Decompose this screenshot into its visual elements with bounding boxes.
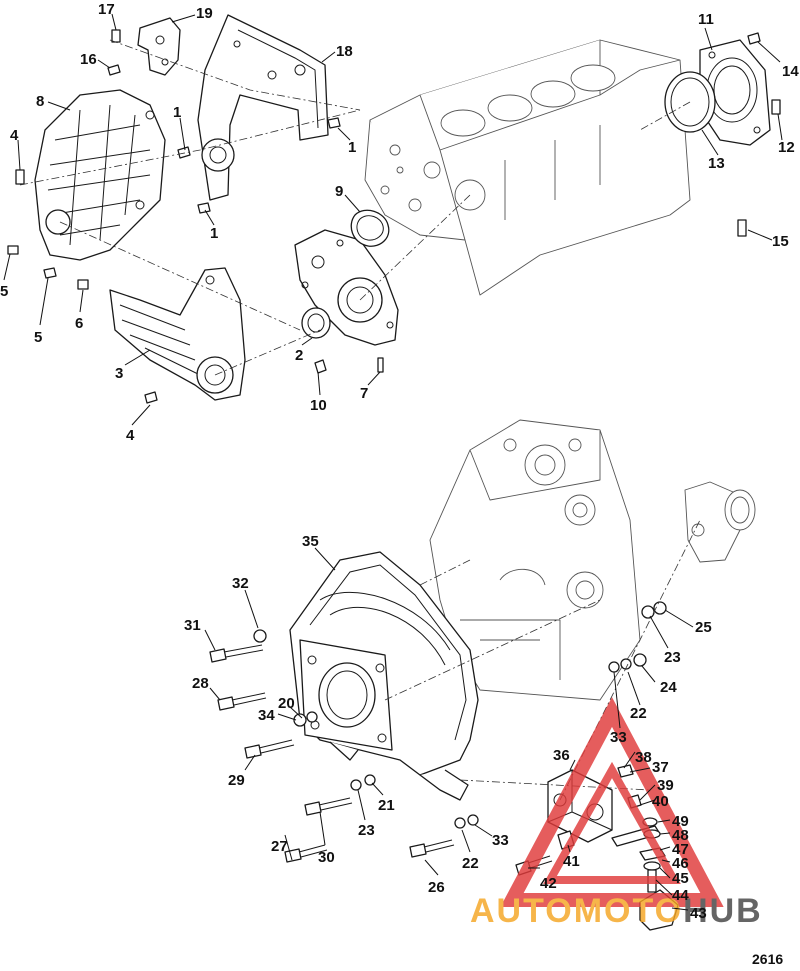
callout-46: 46 [672, 855, 689, 872]
callout-8: 8 [36, 93, 44, 110]
callout-13: 13 [708, 155, 725, 172]
callout-17: 17 [98, 1, 115, 18]
callout-2: 2 [295, 347, 303, 364]
callout-1-top: 1 [173, 104, 181, 121]
engine-block-upper [364, 39, 691, 296]
callout-44: 44 [672, 887, 689, 904]
callout-11: 11 [698, 11, 714, 28]
callout-4-lower: 4 [126, 427, 135, 444]
assembly-centerlines-upper [19, 39, 691, 376]
callout-15: 15 [772, 233, 789, 250]
timing-cover-lower-3 [109, 267, 246, 401]
callout-21: 21 [378, 797, 395, 814]
callout-34: 34 [258, 707, 275, 724]
callout-19: 19 [196, 5, 213, 22]
callout-25: 25 [695, 619, 712, 636]
callout-43: 43 [690, 905, 707, 922]
callout-38: 38 [635, 749, 652, 766]
gasket-9 [350, 209, 390, 247]
callout-18: 18 [336, 43, 353, 60]
rear-timing-plate-18 [197, 14, 329, 201]
watermark-logo: AUTOMOTOHUB [470, 697, 763, 930]
callout-22-right: 22 [630, 705, 647, 722]
callout-42: 42 [540, 875, 557, 892]
callout-14: 14 [782, 63, 799, 80]
callout-9: 9 [335, 183, 343, 200]
timing-cover-upper-8 [34, 89, 166, 261]
callout-33-left: 33 [492, 832, 509, 849]
callout-26: 26 [428, 879, 445, 896]
callout-5-center: 5 [34, 329, 42, 346]
callout-33-right: 33 [610, 729, 627, 746]
callout-45: 45 [672, 870, 689, 887]
leader-lines [3, 13, 783, 911]
callout-1-lower: 1 [210, 225, 218, 242]
flywheel-housing-35 [289, 551, 479, 801]
callout-1-right: 1 [348, 139, 356, 156]
callout-30: 30 [318, 849, 335, 866]
callout-39: 39 [657, 777, 674, 794]
callout-28: 28 [192, 675, 209, 692]
dowel-pins [314, 357, 384, 374]
callout-16: 16 [80, 51, 97, 68]
callout-23-right: 23 [664, 649, 681, 666]
bracket-19 [137, 17, 181, 76]
upper-bolts [7, 29, 781, 404]
callout-48: 48 [672, 827, 689, 844]
callout-12: 12 [778, 139, 795, 156]
svg-text:AUTOMOTOHUB: AUTOMOTOHUB [470, 892, 763, 930]
callout-29: 29 [228, 772, 245, 789]
callout-31: 31 [184, 617, 201, 634]
callout-36: 36 [553, 747, 570, 764]
callout-labels: 17 19 16 18 8 1 1 1 4 9 5 5 6 3 2 7 10 4… [0, 1, 799, 922]
callout-5-left: 5 [0, 283, 8, 300]
callout-49: 49 [672, 813, 689, 830]
callout-47: 47 [672, 841, 689, 858]
engine-block-lower [429, 419, 641, 701]
callout-27: 27 [271, 838, 288, 855]
lower-fasteners [209, 601, 667, 863]
callout-24: 24 [660, 679, 677, 696]
callout-23-left: 23 [358, 822, 375, 839]
watermark-text-auto: AUTOMOTO [470, 892, 683, 930]
figure-number: 2616 [752, 951, 783, 967]
callout-20: 20 [278, 695, 295, 712]
watermark-text-hub: HUB [683, 892, 763, 930]
callout-3: 3 [115, 365, 123, 382]
callout-41: 41 [563, 853, 580, 870]
callout-35: 35 [302, 533, 319, 550]
callout-32: 32 [232, 575, 249, 592]
watermark-triangle [500, 697, 724, 907]
callout-4-upper: 4 [10, 127, 19, 144]
thermostat-housing [684, 481, 756, 563]
callout-7: 7 [360, 385, 368, 402]
callout-10: 10 [310, 397, 327, 414]
callout-22-left: 22 [462, 855, 479, 872]
callout-6: 6 [75, 315, 83, 332]
watermark-triangle-inner [543, 761, 681, 884]
callout-37: 37 [652, 759, 669, 776]
oil-seal-2 [301, 307, 331, 339]
callout-40: 40 [652, 793, 669, 810]
